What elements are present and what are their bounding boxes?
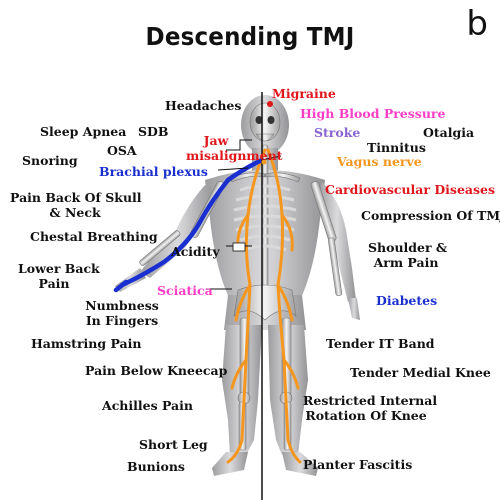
label-shoulder-arm-pain-line2: Arm Pain: [373, 255, 439, 270]
label-snoring: Snoring: [22, 153, 78, 168]
label-restricted-rotation: Restricted Internal Rotation Of Knee: [303, 393, 438, 423]
migraine-marker: [267, 101, 273, 107]
label-bunions: Bunions: [127, 459, 185, 474]
vagus-marker: [261, 159, 267, 165]
label-tinnitus: Tinnitus: [367, 140, 426, 155]
label-achilles-pain: Achilles Pain: [102, 398, 193, 413]
label-lower-back-pain-line1: Lower Back: [18, 261, 100, 276]
label-jaw-misalignment-line1: Jaw: [203, 133, 229, 148]
label-numbness-line2: In Fingers: [85, 313, 159, 328]
label-osa: OSA: [107, 143, 137, 158]
label-chestal-breathing: Chestal Breathing: [30, 229, 158, 244]
label-sleep-apnea: Sleep Apnea: [40, 124, 127, 139]
label-shoulder-arm-pain-line1: Shoulder &: [368, 240, 448, 255]
label-acidity: Acidity: [171, 244, 220, 259]
label-otalgia: Otalgia: [423, 125, 475, 140]
label-pain-back-of-skull: Pain Back Of Skull & Neck: [10, 190, 142, 220]
label-vagus-nerve: Vagus nerve: [337, 154, 422, 169]
label-restricted-rotation-line2: Rotation Of Knee: [305, 408, 427, 423]
panel-letter: b: [466, 4, 488, 44]
label-planter-fascitis: Planter Fascitis: [303, 457, 413, 472]
label-short-leg: Short Leg: [139, 437, 208, 452]
label-brachial-plexus: Brachial plexus: [99, 164, 208, 179]
label-restricted-rotation-line1: Restricted Internal: [303, 393, 438, 408]
label-compression-of-tmj: Compression Of TMJ: [361, 208, 500, 223]
label-tender-it-band: Tender IT Band: [326, 336, 435, 351]
label-headaches: Headaches: [165, 98, 242, 113]
label-pain-back-of-skull-line2: & Neck: [49, 205, 101, 220]
label-migraine: Migraine: [272, 86, 336, 101]
label-pain-below-kneecap: Pain Below Kneecap: [85, 363, 228, 378]
diagram-title: Descending TMJ: [145, 22, 355, 51]
label-sdb: SDB: [138, 124, 169, 139]
label-hamstring-pain: Hamstring Pain: [31, 336, 142, 351]
label-numbness-in-fingers: Numbness In Fingers: [84, 298, 160, 328]
label-numbness-line1: Numbness: [85, 298, 159, 313]
label-stroke: Stroke: [314, 125, 361, 140]
brachial-plexus-path: [113, 157, 265, 293]
label-shoulder-arm-pain: Shoulder & Arm Pain: [368, 240, 448, 270]
label-tender-medial-knee: Tender Medial Knee: [350, 365, 491, 380]
label-lower-back-pain-line2: Pain: [38, 276, 70, 291]
label-sciatica: Sciatica: [157, 283, 213, 298]
orange-nerve-paths: [226, 148, 302, 464]
label-high-blood-pressure: High Blood Pressure: [300, 106, 446, 121]
label-jaw-misalignment: Jaw misalignment: [186, 133, 283, 163]
label-pain-back-of-skull-line1: Pain Back Of Skull: [10, 190, 142, 205]
label-jaw-misalignment-line2: misalignment: [186, 148, 283, 163]
label-lower-back-pain: Lower Back Pain: [18, 261, 100, 291]
label-diabetes: Diabetes: [376, 293, 438, 308]
acidity-marker: [232, 242, 246, 252]
label-cardiovascular-diseases: Cardiovascular Diseases: [325, 182, 496, 197]
